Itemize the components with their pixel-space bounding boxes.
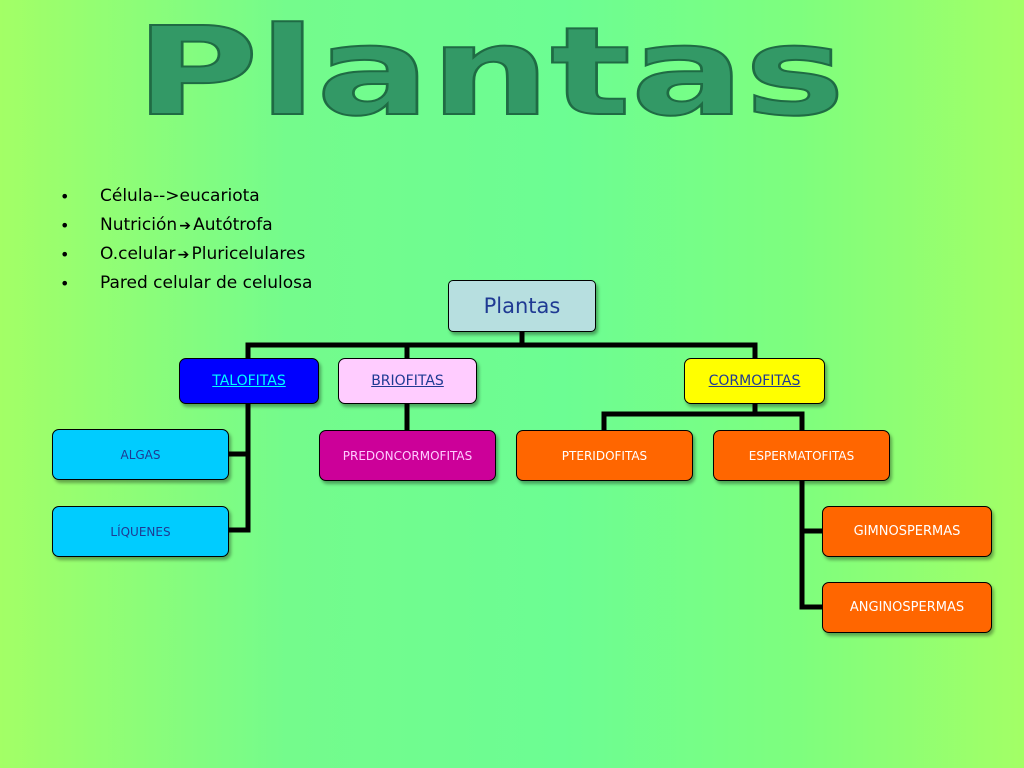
list-item: Célula-->eucariota <box>60 182 312 211</box>
feature-list: Célula-->eucariota Nutrición➔Autótrofa O… <box>60 182 312 298</box>
node-predoncormofitas: PREDONCORMOFITAS <box>319 430 496 481</box>
node-briofitas[interactable]: BRIOFITAS <box>338 358 477 404</box>
arrow-right-icon: ➔ <box>179 218 191 234</box>
list-item: Pared celular de celulosa <box>60 269 312 298</box>
list-item: O.celular➔Pluricelulares <box>60 240 312 269</box>
node-anginospermas: ANGINOSPERMAS <box>822 582 992 633</box>
node-espermatofitas: ESPERMATOFITAS <box>713 430 890 481</box>
node-cormofitas[interactable]: CORMOFITAS <box>684 358 825 404</box>
node-pteridofitas: PTERIDOFITAS <box>516 430 693 481</box>
node-plantas: Plantas <box>448 280 596 332</box>
page-title: Plantas <box>134 6 846 136</box>
title-text: Plantas <box>135 6 845 136</box>
node-algas: ALGAS <box>52 429 229 480</box>
node-liquenes: LÍQUENES <box>52 506 229 557</box>
node-gimnospermas: GIMNOSPERMAS <box>822 506 992 557</box>
connector <box>229 404 251 533</box>
connector <box>245 342 758 358</box>
connector <box>601 411 805 430</box>
node-talofitas[interactable]: TALOFITAS <box>179 358 319 404</box>
list-item: Nutrición➔Autótrofa <box>60 211 312 240</box>
arrow-right-icon: ➔ <box>177 247 190 263</box>
connector <box>799 481 823 610</box>
